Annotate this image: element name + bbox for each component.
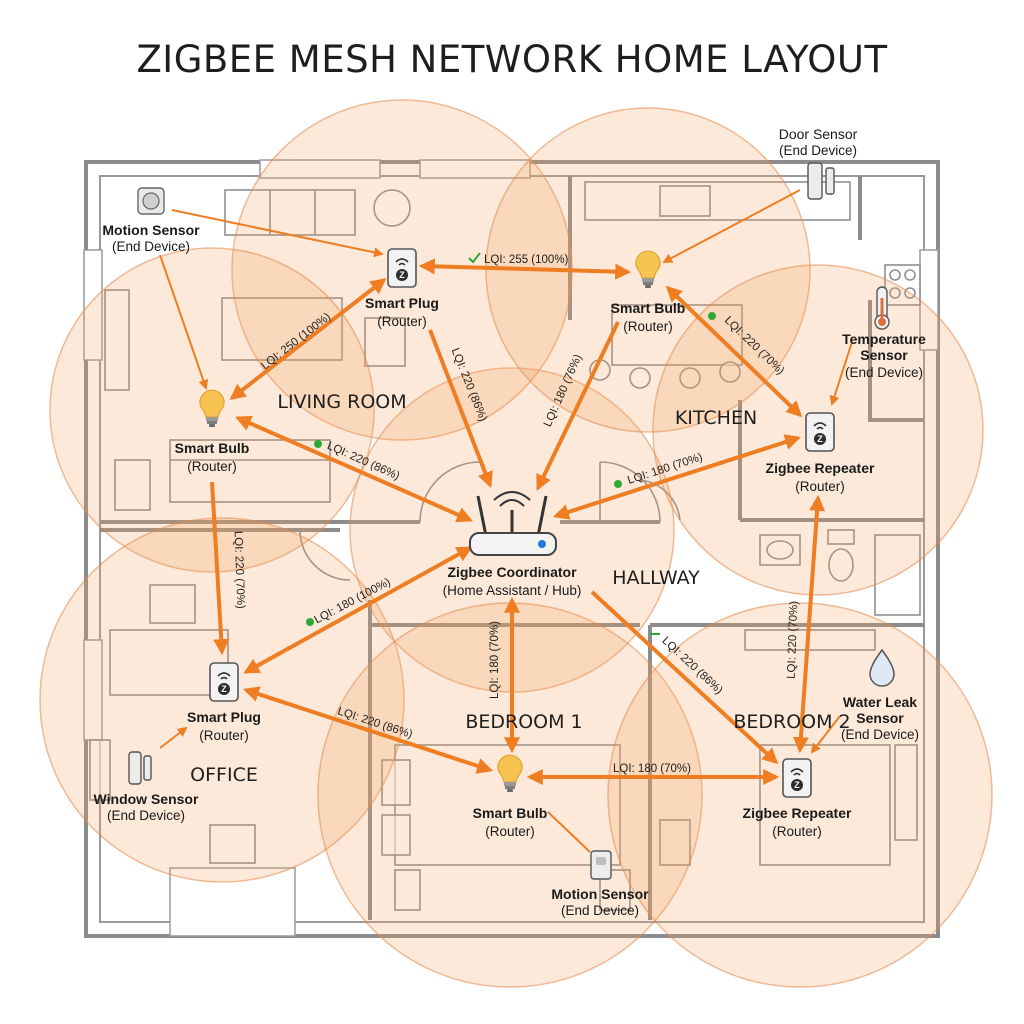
link-bulb-living-plug-living xyxy=(229,278,387,400)
device-repeater-kitchen[interactable]: Zigbee Repeater (Router) xyxy=(766,412,875,494)
room-label-kitchen: KITCHEN xyxy=(675,407,757,429)
device-role: (End Device) xyxy=(112,239,190,254)
device-window-sensor[interactable]: Window Sensor (End Device) xyxy=(94,751,199,823)
link-bulb-top-repeater-kitchen xyxy=(665,285,803,418)
room-label-bedroom-2: BEDROOM 2 xyxy=(733,711,850,733)
device-role: (Router) xyxy=(772,824,822,839)
device-name: Zigbee Repeater xyxy=(766,460,875,476)
link-bulb-top-coordinator xyxy=(536,321,620,491)
lqi-plug-living-bulb-top: LQI: 255 (100%) xyxy=(484,254,569,266)
device-name: Smart Bulb xyxy=(175,440,250,456)
device-name-line2: Sensor xyxy=(860,347,908,363)
room-label-office: OFFICE xyxy=(190,764,258,786)
device-motion-sensor-living[interactable]: Motion Sensor (End Device) xyxy=(102,187,200,254)
device-water-leak-sensor[interactable]: Water Leak Sensor (End Device) xyxy=(841,648,919,742)
smart-plug-icon xyxy=(209,662,239,702)
link-repeater-kitchen-repeater-bedroom2 xyxy=(792,494,826,754)
router-icon xyxy=(469,491,557,556)
water-drop-icon xyxy=(869,648,895,687)
device-role: (End Device) xyxy=(107,808,185,823)
motion-sensor-icon xyxy=(590,850,612,880)
lqi-bulb-bedroom-repeater-bedroom2: LQI: 180 (70%) xyxy=(613,763,691,775)
mesh-links xyxy=(159,189,853,853)
link-water-leak-sensor xyxy=(810,715,841,754)
status-good-icon xyxy=(306,618,314,626)
link-bulb-living-plug-office xyxy=(210,481,230,656)
room-label-living-room: LIVING ROOM xyxy=(277,391,406,413)
link-temperature-sensor xyxy=(829,341,853,406)
device-name: Zigbee Coordinator xyxy=(447,564,577,580)
link-motion-living-bulb xyxy=(159,254,209,390)
device-name: Smart Bulb xyxy=(611,300,686,316)
device-smart-plug-office[interactable]: Smart Plug (Router) xyxy=(187,662,261,743)
device-role: (End Device) xyxy=(841,727,919,742)
repeater-icon xyxy=(805,412,835,452)
link-plug-living-bulb-top xyxy=(418,258,632,280)
device-role: (Router) xyxy=(485,824,535,839)
device-role: (Home Assistant / Hub) xyxy=(443,583,582,598)
device-name: Window Sensor xyxy=(94,791,199,807)
link-coordinator-plug-office xyxy=(243,546,473,674)
room-label-hallway: HALLWAY xyxy=(612,567,700,589)
device-smart-plug-living[interactable]: Smart Plug (Router) xyxy=(365,248,439,329)
device-name: Smart Plug xyxy=(187,709,261,725)
link-window-sensor xyxy=(159,726,188,749)
link-motion-bedroom xyxy=(547,811,591,853)
link-motion-living xyxy=(171,209,384,258)
link-coordinator-repeater-kitchen xyxy=(552,434,802,520)
link-plug-living-coordinator xyxy=(428,329,493,488)
device-smart-bulb-top[interactable]: Smart Bulb (Router) xyxy=(611,250,686,334)
device-role: (Router) xyxy=(187,459,237,474)
link-door-sensor xyxy=(662,189,801,263)
devices: Zigbee Coordinator (Home Assistant / Hub… xyxy=(94,126,927,918)
device-name: Motion Sensor xyxy=(102,222,200,238)
status-good-icon xyxy=(708,312,716,320)
room-labels: LIVING ROOM KITCHEN HALLWAY OFFICE BEDRO… xyxy=(190,391,851,786)
lqi-repeater-kitchen-repeater-bedroom2: LQI: 220 (70%) xyxy=(786,601,801,680)
device-role: (Router) xyxy=(377,314,427,329)
device-name: Door Sensor xyxy=(779,126,858,142)
smart-plug-icon xyxy=(387,248,417,288)
lqi-bulb-living-plug-office: LQI: 220 (70%) xyxy=(232,531,247,610)
status-good-icon xyxy=(314,440,322,448)
device-role: (Router) xyxy=(199,728,249,743)
device-coordinator[interactable]: Zigbee Coordinator (Home Assistant / Hub… xyxy=(443,491,582,598)
device-role: (End Device) xyxy=(845,365,923,380)
status-good-icon xyxy=(614,480,622,488)
repeater-icon xyxy=(782,758,812,798)
device-name: Zigbee Repeater xyxy=(743,805,852,821)
device-name: Smart Bulb xyxy=(473,805,548,821)
link-bulb-living-coordinator xyxy=(235,415,473,523)
motion-sensor-icon xyxy=(137,187,165,215)
device-name: Temperature xyxy=(842,331,926,347)
device-smart-bulb-living[interactable]: Smart Bulb (Router) xyxy=(175,389,250,474)
device-role: (Router) xyxy=(623,319,673,334)
window-sensor-icon xyxy=(128,751,152,785)
diagram-title: ZIGBEE MESH NETWORK HOME LAYOUT xyxy=(136,38,887,81)
link-plug-office-bulb-bedroom xyxy=(242,686,494,774)
room-label-bedroom-1: BEDROOM 1 xyxy=(465,711,582,733)
thermometer-icon xyxy=(874,286,890,330)
device-name: Water Leak xyxy=(843,694,917,710)
device-temperature-sensor[interactable]: Temperature Sensor (End Device) xyxy=(842,286,926,380)
device-name-line2: Sensor xyxy=(856,710,904,726)
device-motion-sensor-bedroom[interactable]: Motion Sensor (End Device) xyxy=(551,850,649,918)
device-role: (End Device) xyxy=(561,903,639,918)
check-icon xyxy=(468,252,481,264)
device-door-sensor[interactable]: Door Sensor (End Device) xyxy=(779,126,858,200)
link-coordinator-repeater-bedroom2 xyxy=(590,590,779,765)
device-role: (Router) xyxy=(795,479,845,494)
device-smart-bulb-bedroom[interactable]: Smart Bulb (Router) xyxy=(473,754,548,839)
device-name: Motion Sensor xyxy=(551,886,649,902)
device-role: (End Device) xyxy=(779,143,857,158)
device-repeater-bedroom2[interactable]: Zigbee Repeater (Router) xyxy=(743,758,852,839)
device-name: Smart Plug xyxy=(365,295,439,311)
lqi-coordinator-bulb-bedroom: LQI: 180 (70%) xyxy=(489,621,501,699)
door-sensor-icon xyxy=(807,162,835,200)
